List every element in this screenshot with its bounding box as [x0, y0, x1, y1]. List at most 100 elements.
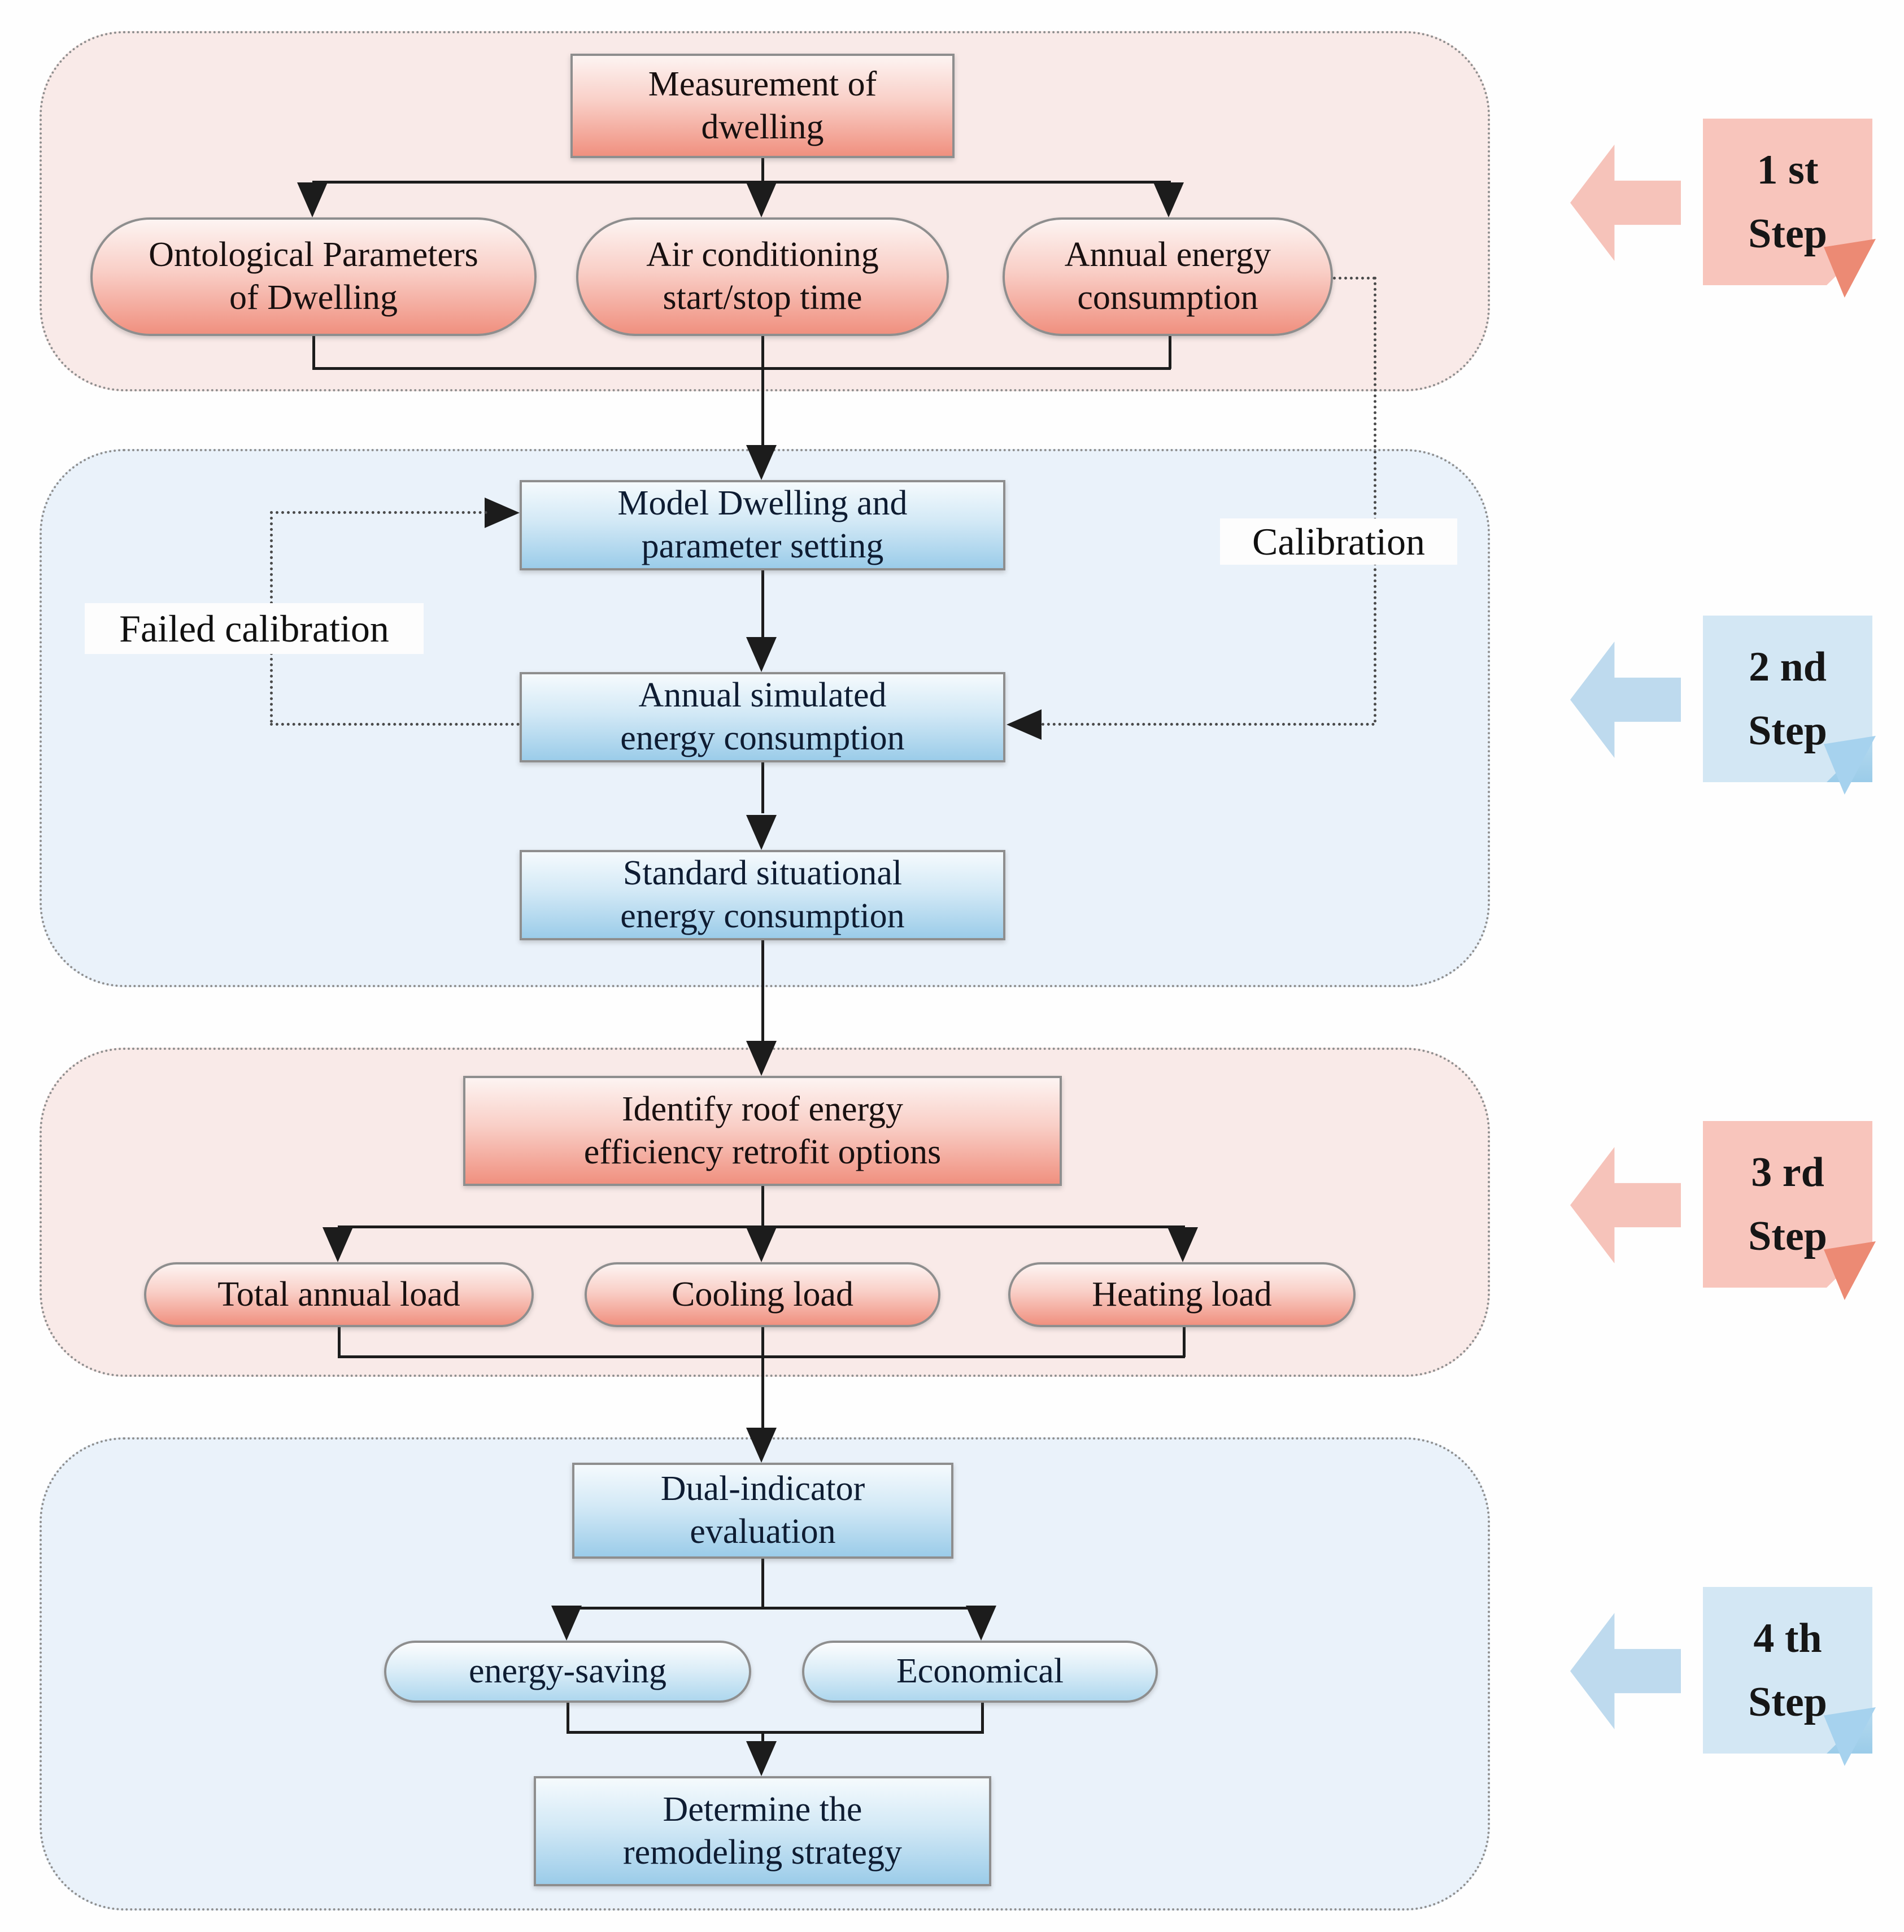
- node-label-line: Standard situational: [622, 854, 903, 893]
- step-3-pointer-arrow-icon: [1570, 1147, 1681, 1263]
- node-dual-indicator-evaluation: Dual-indicator evaluation: [572, 1463, 953, 1559]
- step-ordinal: 2 nd: [1749, 643, 1827, 690]
- node-label-line: Identify roof energy: [621, 1089, 904, 1128]
- step-4-pointer-arrow-icon: [1570, 1613, 1681, 1729]
- arrowhead-down-icon: [1153, 182, 1184, 217]
- step-4-note: 4 th Step: [1703, 1587, 1876, 1766]
- step-note-text: 3 rd Step: [1703, 1121, 1872, 1288]
- node-economical: Economical: [802, 1641, 1158, 1703]
- node-standard-situational-energy: Standard situational energy consumption: [520, 850, 1005, 940]
- step-note-text: 4 th Step: [1703, 1587, 1872, 1754]
- flow-line: [761, 1327, 764, 1429]
- calibration-line: [1042, 723, 1375, 726]
- step-word: Step: [1748, 707, 1827, 754]
- flow-line: [761, 762, 764, 813]
- step-word: Step: [1748, 210, 1827, 257]
- arrowhead-left-icon: [1007, 709, 1042, 740]
- step-3-note: 3 rd Step: [1703, 1121, 1876, 1300]
- arrowhead-down-icon: [323, 1227, 353, 1262]
- step-note-text: 2 nd Step: [1703, 616, 1872, 782]
- node-label-line: Ontological Parameters: [149, 235, 478, 274]
- node-energy-saving: energy-saving: [384, 1641, 751, 1703]
- step-1-note: 1 st Step: [1703, 119, 1876, 298]
- node-label-line: dwelling: [701, 107, 824, 146]
- node-annual-simulated-energy: Annual simulated energy consumption: [520, 672, 1005, 762]
- node-label-line: Annual simulated: [638, 676, 887, 715]
- step-1-pointer-arrow-icon: [1570, 145, 1681, 261]
- step-word: Step: [1748, 1213, 1827, 1259]
- node-label-line: Heating load: [1092, 1275, 1272, 1314]
- flow-line: [761, 940, 764, 1042]
- arrowhead-down-icon: [746, 1227, 777, 1262]
- node-label-line: energy consumption: [620, 719, 905, 757]
- node-annual-energy-consumption: Annual energy consumption: [1003, 217, 1333, 336]
- step-2-note: 2 nd Step: [1703, 616, 1876, 795]
- label-failed-calibration: Failed calibration: [85, 603, 424, 654]
- node-label-line: Model Dwelling and: [617, 484, 908, 523]
- arrowhead-down-icon: [297, 182, 328, 217]
- flow-line: [312, 367, 1171, 370]
- flow-line: [338, 1226, 1185, 1228]
- arrowhead-down-icon: [746, 815, 777, 850]
- failed-calibration-line: [270, 723, 520, 726]
- arrowhead-down-icon: [551, 1606, 582, 1641]
- node-label-line: energy consumption: [620, 897, 905, 935]
- node-air-conditioning-time: Air conditioning start/stop time: [576, 217, 949, 336]
- node-label-line: energy-saving: [468, 1652, 667, 1691]
- flow-line: [761, 1731, 764, 1743]
- node-label-line: Dual-indicator: [660, 1469, 865, 1508]
- step-2-pointer-arrow-icon: [1570, 642, 1681, 758]
- node-label-line: Total annual load: [217, 1275, 460, 1314]
- node-label-line: efficiency retrofit options: [583, 1132, 942, 1171]
- node-label-line: Annual energy: [1064, 235, 1271, 274]
- flow-line: [761, 1559, 764, 1610]
- flow-line: [567, 1731, 984, 1734]
- node-label-line: consumption: [1077, 278, 1258, 317]
- arrowhead-down-icon: [966, 1606, 996, 1641]
- node-label-line: Economical: [896, 1652, 1064, 1691]
- node-label-line: start/stop time: [663, 278, 862, 317]
- node-heating-load: Heating load: [1008, 1262, 1356, 1327]
- node-label-line: Measurement of: [648, 64, 877, 103]
- node-label-line: remodeling strategy: [622, 1833, 903, 1872]
- step-ordinal: 1 st: [1757, 146, 1819, 193]
- label-calibration: Calibration: [1220, 518, 1457, 565]
- calibration-line: [1333, 277, 1375, 280]
- node-label-line: parameter setting: [641, 527, 884, 565]
- flow-line: [312, 336, 315, 369]
- arrowhead-down-icon: [1167, 1227, 1198, 1262]
- arrowhead-down-icon: [746, 182, 777, 217]
- flow-line: [761, 1186, 764, 1227]
- flow-line: [761, 336, 764, 446]
- node-identify-roof-retrofit: Identify roof energy efficiency retrofit…: [463, 1076, 1062, 1186]
- node-total-annual-load: Total annual load: [144, 1262, 534, 1327]
- flow-line: [981, 1703, 984, 1734]
- calibration-line: [1374, 277, 1376, 723]
- flow-line: [338, 1327, 341, 1357]
- step-word: Step: [1748, 1678, 1827, 1725]
- flow-line: [1169, 336, 1171, 369]
- arrowhead-down-icon: [746, 1041, 777, 1076]
- node-label-line: evaluation: [690, 1512, 836, 1551]
- flow-line: [567, 1703, 569, 1734]
- node-ontological-parameters: Ontological Parameters of Dwelling: [90, 217, 537, 336]
- node-model-dwelling: Model Dwelling and parameter setting: [520, 480, 1005, 570]
- flow-line: [761, 158, 764, 184]
- step-note-text: 1 st Step: [1703, 119, 1872, 285]
- step-ordinal: 3 rd: [1751, 1149, 1824, 1196]
- arrowhead-down-icon: [746, 637, 777, 672]
- node-cooling-load: Cooling load: [585, 1262, 940, 1327]
- arrowhead-down-icon: [746, 445, 777, 480]
- failed-calibration-line: [270, 511, 487, 514]
- flow-line: [761, 570, 764, 638]
- node-label-line: Cooling load: [671, 1275, 854, 1314]
- arrowhead-down-icon: [746, 1741, 777, 1776]
- node-determine-remodeling-strategy: Determine the remodeling strategy: [534, 1776, 991, 1886]
- arrowhead-right-icon: [485, 498, 520, 528]
- arrowhead-down-icon: [746, 1428, 777, 1463]
- node-label-line: of Dwelling: [229, 278, 398, 317]
- node-measurement-of-dwelling: Measurement of dwelling: [570, 54, 955, 158]
- step-ordinal: 4 th: [1753, 1615, 1822, 1661]
- flow-line: [312, 181, 1171, 184]
